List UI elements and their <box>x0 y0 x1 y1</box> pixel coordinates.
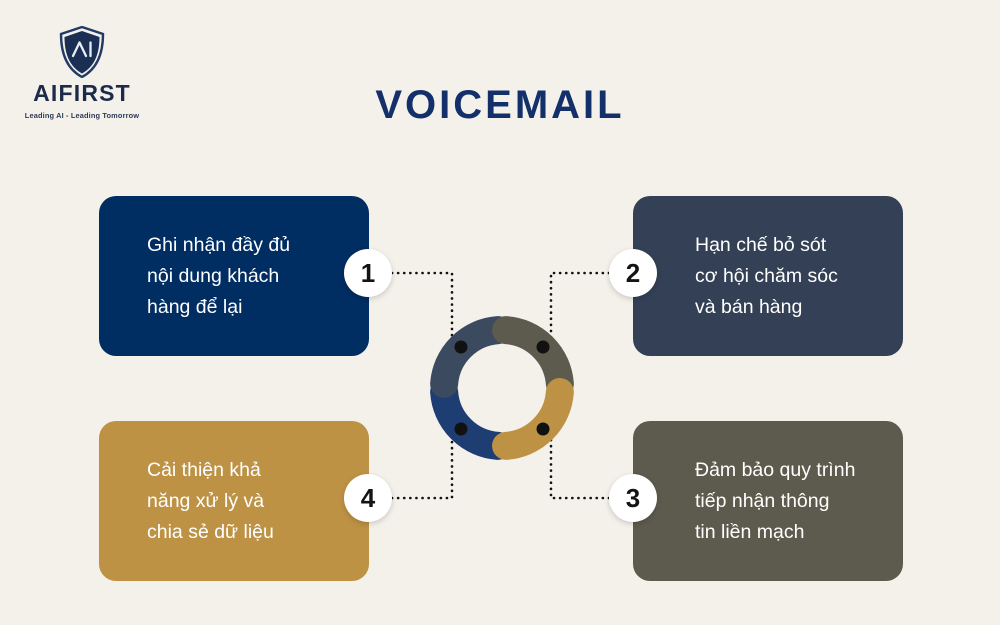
card-item-1[interactable]: Ghi nhận đầy đủ nội dung khách hàng để l… <box>99 196 369 356</box>
badge-number-3[interactable]: 3 <box>609 474 657 522</box>
brand-tagline: Leading AI - Leading Tomorrow <box>24 111 140 120</box>
connector-3 <box>549 427 611 500</box>
badge-number-4[interactable]: 4 <box>344 474 392 522</box>
donut-segment-2 <box>430 316 512 398</box>
node-dot-4 <box>536 422 550 436</box>
shield-ai-icon <box>59 26 105 78</box>
connector-4 <box>390 427 454 500</box>
card-4-text: Cải thiện khả năng xử lý và chia sẻ dữ l… <box>147 458 274 543</box>
card-item-3[interactable]: Đảm bảo quy trình tiếp nhận thông tin li… <box>633 421 903 581</box>
badge-number-1[interactable]: 1 <box>344 249 392 297</box>
brand-logo: AIFIRST Leading AI - Leading Tomorrow <box>18 26 146 120</box>
card-1-text: Ghi nhận đầy đủ nội dung khách hàng để l… <box>147 233 291 318</box>
card-item-2[interactable]: Hạn chế bỏ sót cơ hội chăm sóc và bán hà… <box>633 196 903 356</box>
connector-lines <box>390 271 611 500</box>
card-3-text: Đảm bảo quy trình tiếp nhận thông tin li… <box>695 458 856 543</box>
card-2-text: Hạn chế bỏ sót cơ hội chăm sóc và bán hà… <box>695 233 838 318</box>
node-dot-1 <box>454 422 468 436</box>
node-dot-3 <box>536 340 550 354</box>
donut-segment-1 <box>430 378 512 460</box>
node-dot-2 <box>454 340 468 354</box>
card-item-4[interactable]: Cải thiện khả năng xử lý và chia sẻ dữ l… <box>99 421 369 581</box>
donut-node-dots <box>454 340 550 436</box>
brand-wordmark: AIFIRST <box>33 80 131 106</box>
page-title: VOICEMAIL <box>375 83 625 127</box>
donut-segment-3 <box>492 316 574 398</box>
donut-segment-4 <box>492 378 574 460</box>
connector-1 <box>390 271 454 348</box>
connector-2 <box>549 271 611 348</box>
badge-number-2[interactable]: 2 <box>609 249 657 297</box>
